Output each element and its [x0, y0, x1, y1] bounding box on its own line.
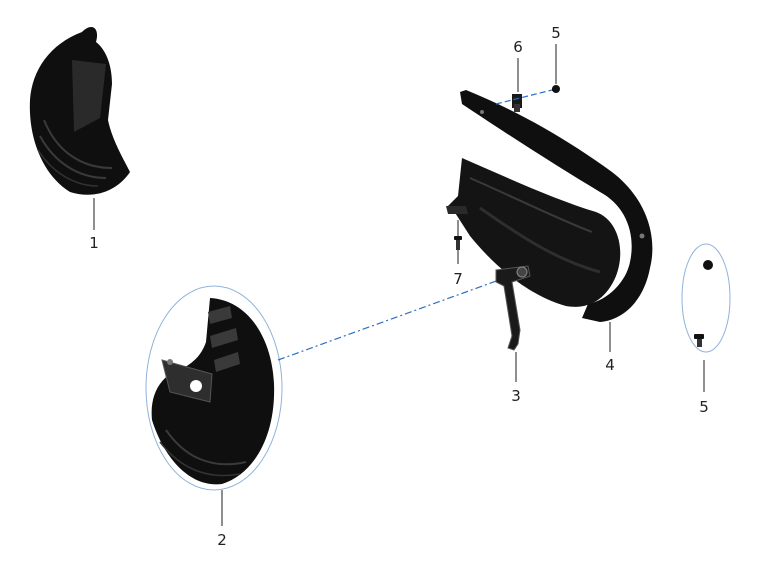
callout-2: 2	[217, 531, 227, 549]
part-1-mudguard	[29, 27, 130, 195]
callout-1: 1	[89, 234, 99, 252]
part-2-disc-cover	[151, 298, 275, 485]
callout-7: 7	[453, 270, 463, 288]
part-3-bracket	[495, 265, 531, 351]
callout-3: 3	[511, 387, 521, 405]
group-ellipse-2	[145, 285, 283, 491]
part-5-screws-right	[694, 260, 713, 347]
part-6-clip	[512, 94, 522, 112]
part-4-chain-guard	[446, 90, 653, 322]
screw-axis-top	[495, 89, 553, 105]
callout-5-right: 5	[699, 398, 709, 416]
part-7-screw	[454, 236, 462, 250]
part-5-screw-top	[552, 85, 560, 93]
callout-6: 6	[513, 38, 523, 56]
callout-4: 4	[605, 356, 615, 374]
group-ellipse-5	[681, 243, 731, 353]
callout-5-top: 5	[551, 24, 561, 42]
